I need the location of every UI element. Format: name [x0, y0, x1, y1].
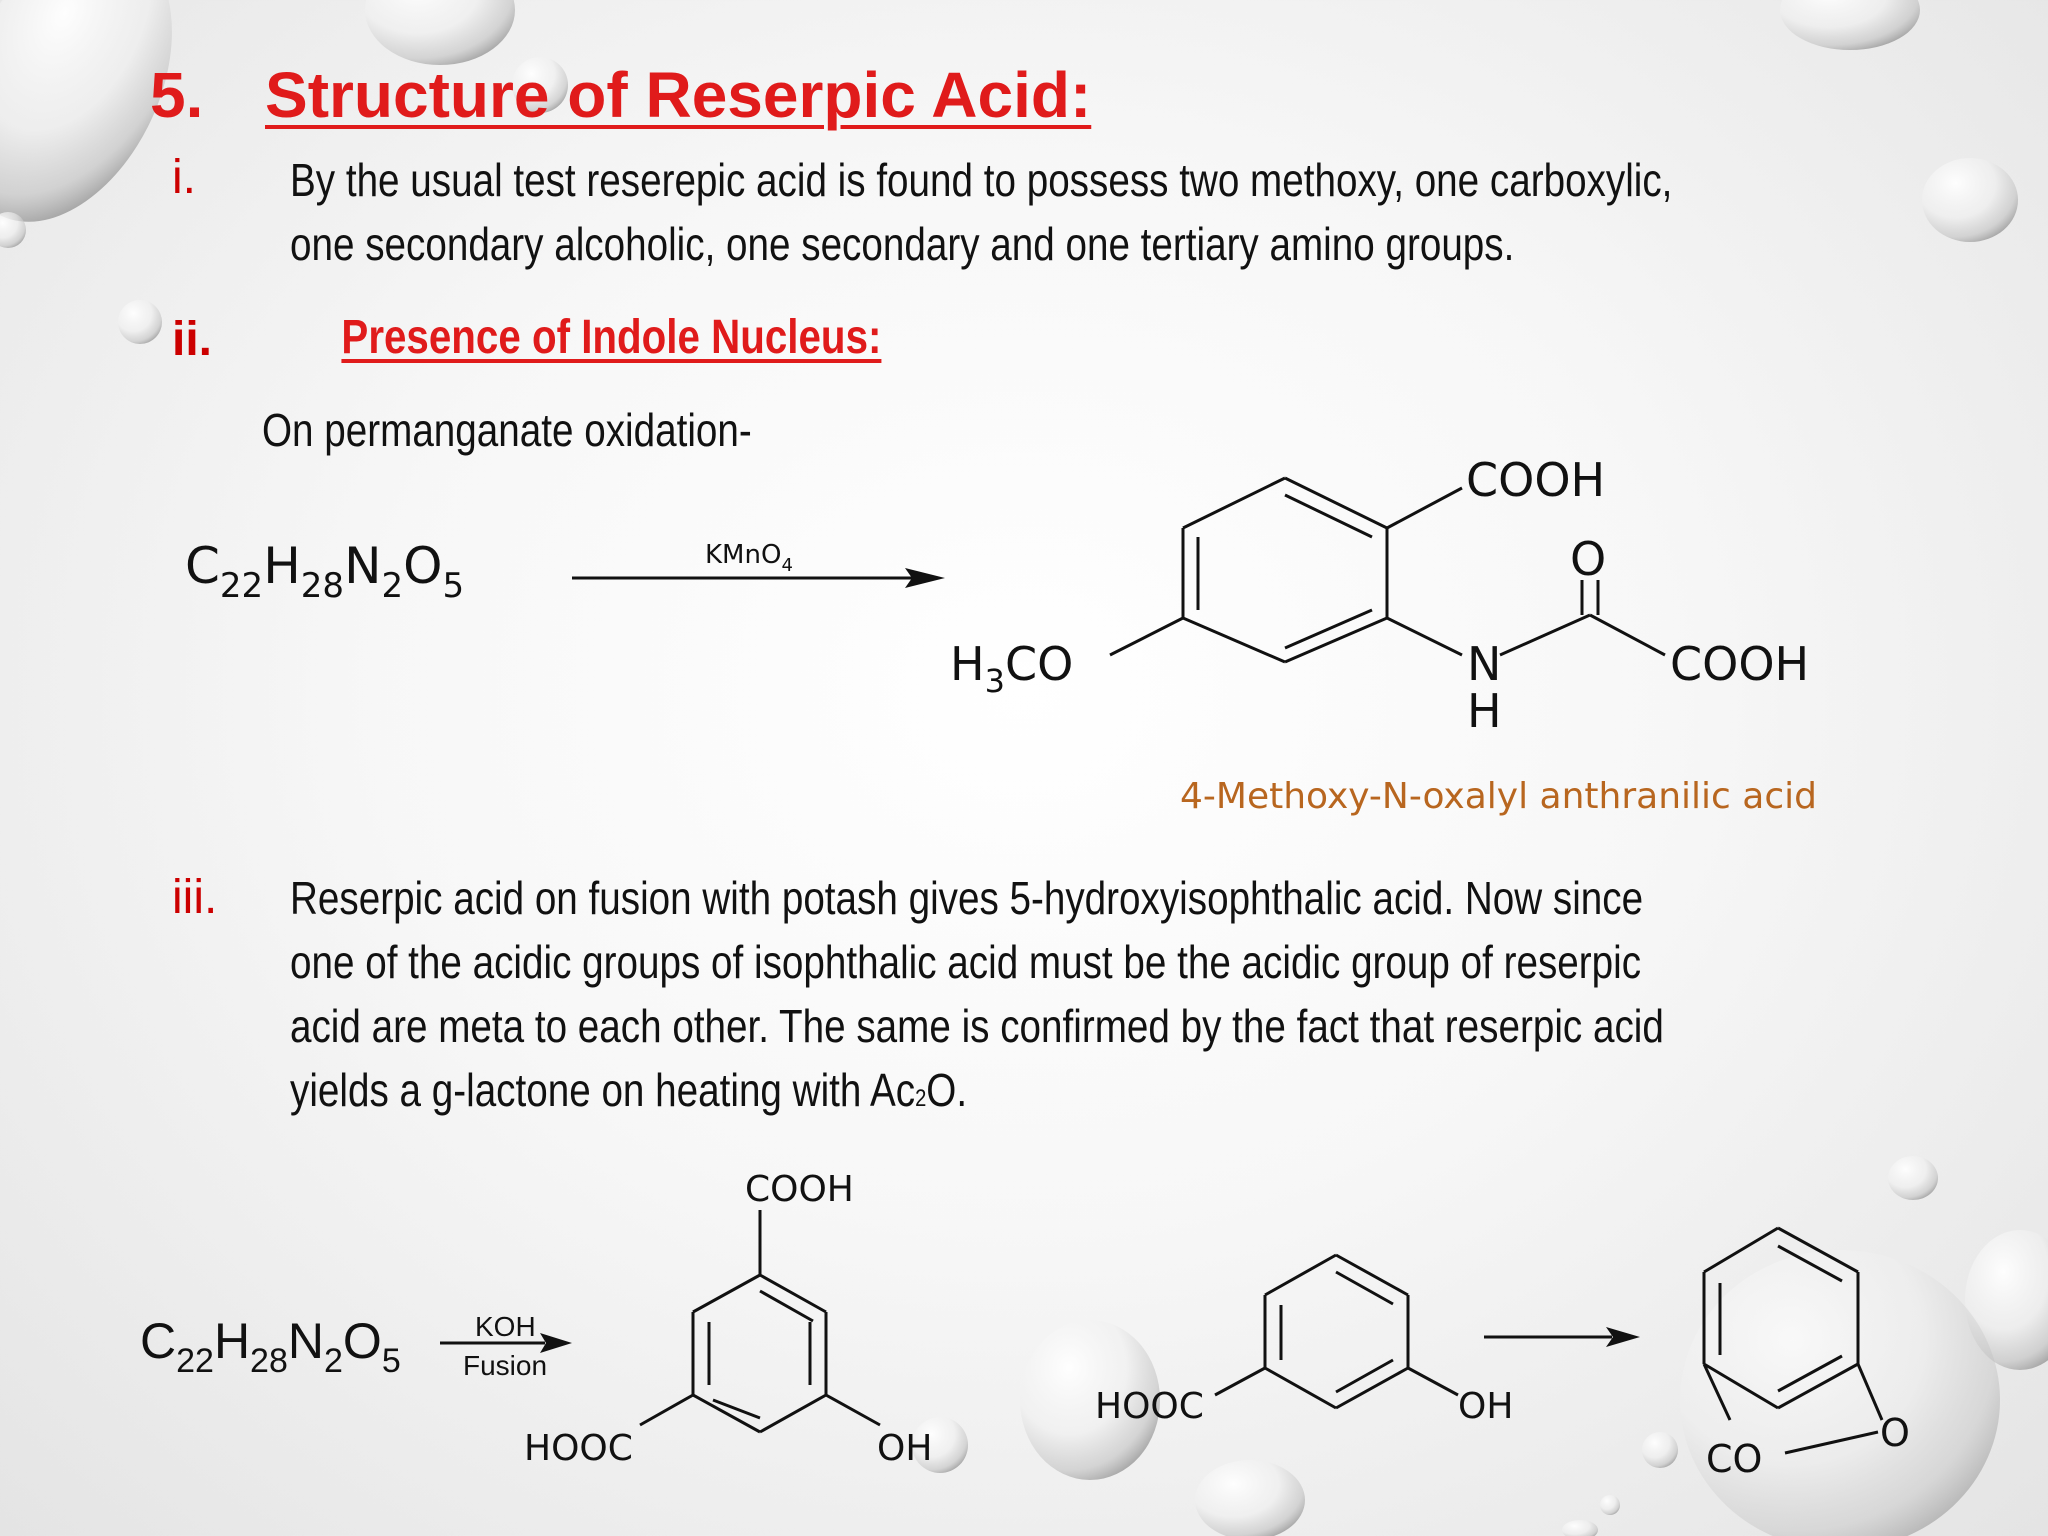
item-marker-iii: iii.	[172, 871, 218, 924]
product1-labels: COOH H3CO N H O COOH	[950, 453, 1809, 738]
reactant3-ring	[1214, 1253, 1459, 1410]
lactone-co: CO	[1706, 1437, 1762, 1481]
product1-h: H	[1467, 684, 1502, 738]
item-iii-text: Reserpic acid on fusion with potash give…	[290, 866, 2048, 1131]
reaction2-arrowhead	[540, 1333, 572, 1353]
reactant3-oh: OH	[1458, 1386, 1513, 1427]
product1-methoxy: H3CO	[950, 637, 1073, 700]
item-iii-line-4: yields a g-lactone on heating with Ac2O.	[290, 1064, 968, 1116]
product1-bonds	[1109, 486, 1666, 657]
reactant3-hooc: HOOC	[1095, 1386, 1204, 1427]
title-text: Structure of Reserpic Acid:	[265, 59, 1092, 131]
slide-title: 5. Structure of Reserpic Acid:	[150, 58, 1091, 132]
lactone-ring	[1702, 1226, 1884, 1455]
product2-hooc: HOOC	[524, 1428, 633, 1469]
reaction3-arrowhead	[1606, 1327, 1640, 1347]
reaction2-reagent-bottom: Fusion	[463, 1350, 547, 1381]
reaction1-reactant: C22H28N2O5	[185, 537, 464, 606]
reaction1-arrowhead	[905, 568, 945, 588]
product1-ring	[1181, 476, 1389, 664]
reaction2-reagent-top: KOH	[475, 1311, 536, 1342]
item-i-line-1: By the usual test reserepic acid is foun…	[290, 154, 1673, 206]
product2-labels: COOH HOOC OH	[524, 1169, 932, 1469]
item-i-text: By the usual test reserepic acid is foun…	[290, 148, 1735, 276]
reaction2-reactant: C22H28N2O5	[140, 1313, 401, 1380]
item-iii-line-1: Reserpic acid on fusion with potash give…	[290, 872, 1644, 924]
product2-oh: OH	[877, 1428, 932, 1469]
item-iii-line-3: acid are meta to each other. The same is…	[290, 1000, 1664, 1052]
product2-ring	[639, 1210, 881, 1434]
indole-heading: Presence of Indole Nucleus:	[341, 311, 882, 364]
product1-carbonyl-o: O	[1570, 532, 1606, 586]
lactone-o: O	[1880, 1411, 1910, 1455]
item-marker-i: i.	[172, 151, 196, 204]
reactant3-labels: HOOC OH	[1095, 1386, 1513, 1427]
oxidation-intro: On permanganate oxidation-	[262, 404, 752, 456]
title-number: 5.	[150, 59, 204, 131]
product1-cooh-top: COOH	[1466, 453, 1605, 507]
product1-caption: 4-Methoxy-N-oxalyl anthranilic acid	[1180, 776, 1817, 817]
item-marker-ii: ii.	[172, 313, 213, 366]
product1-n: N	[1467, 637, 1501, 691]
product1-cooh-right: COOH	[1670, 637, 1809, 691]
item-iii-line-2: one of the acidic groups of isophthalic …	[290, 936, 1642, 988]
reaction-1-scheme: C22H28N2O5 KMnO4	[185, 537, 945, 606]
reaction1-reagent: KMnO4	[705, 540, 793, 576]
product2-cooh-top: COOH	[745, 1169, 854, 1210]
item-i-line-2: one secondary alcoholic, one secondary a…	[290, 218, 1515, 270]
lactone-labels: CO O	[1706, 1411, 1910, 1481]
